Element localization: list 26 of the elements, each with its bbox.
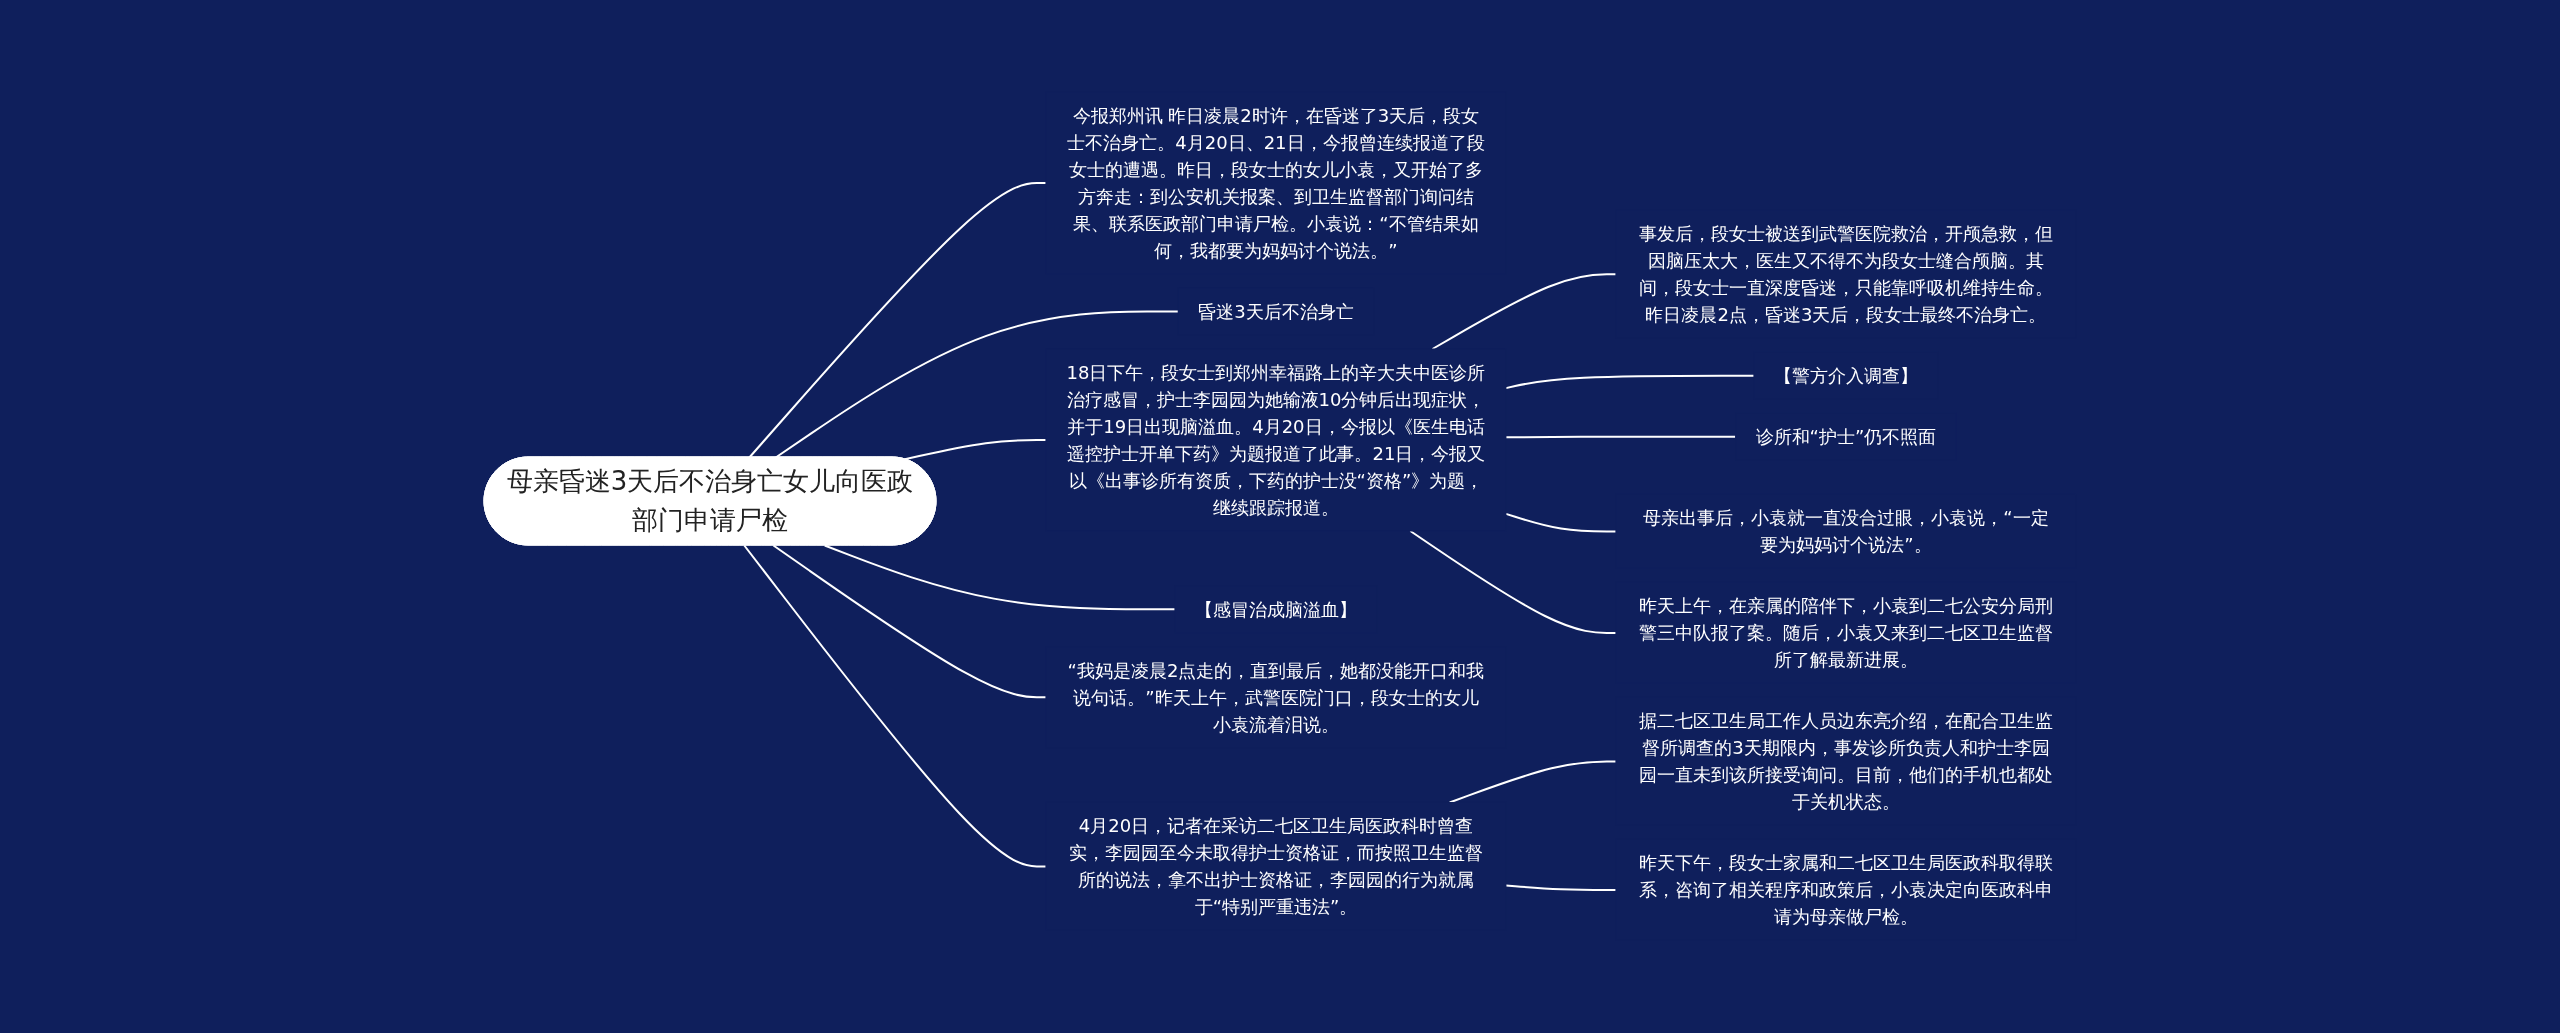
connector (743, 544, 1047, 868)
node-text: 母亲出事后，小袁就一直没合过眼，小袁说，“一定要为妈妈讨个说法”。 (1643, 507, 2049, 556)
node-text: 据二七区卫生局工作人员边东亮介绍，在配合卫生监督所调查的3天期限内，事发诊所负责人和护士李园园一直未到该所接受询问。目前，他们的手机也都处于关机状态。 (1638, 710, 2053, 813)
node-text: “我妈是凌晨2点走的，直到最后，她都没能开口和我说句话。”昨天上午，武警医院门口，段女士的女儿小袁流着泪说。 (1067, 659, 1485, 735)
node-text: 【警方介入调查】 (1773, 365, 1918, 387)
connector (1504, 884, 1617, 892)
node-text: 4月20日，记者在采访二七区卫生局医政科时曾查实，李园园至今未取得护士资格证，而按照卫生监督所的说法，拿不出护士资格证，李园园的行为就属于“特别严重违法”。 (1068, 815, 1483, 918)
node-text: 【感冒治成脑溢血】 (1194, 598, 1357, 620)
node-text: 事发后，段女士被送到武警医院救治，开颅急救，但因脑压太大，医生又不得不为段女士缝合颅脑。其间，段女士一直深度昏迷，只能靠呼吸机维持生命。昨日凌晨2点，昏迷3天后，段女士最终不治身亡。 (1638, 223, 2053, 326)
node-text: 今报郑州讯 昨日凌晨2时许，在昏迷了3天后，段女士不治身亡。4月20日、21日，今报曾连续报道了段女士的遭遇。昨日，段女士的女儿小袁，又开始了多方奔走：到公安机关报案、到卫生监督部门询问结果、联系医政部门申请尸检。小袁说：“不管结果如何，我都要为妈妈讨个说法。” (1067, 105, 1485, 262)
node-text: 昨天下午，段女士家属和二七区卫生局医政科取得联系，咨询了相关程序和政策后，小袁决定向医政科申请为母亲做尸检。 (1638, 852, 2053, 928)
node-text: 诊所和“护士”仍不照面 (1755, 426, 1937, 448)
connector (1504, 513, 1617, 533)
connector (1409, 530, 1617, 635)
connector (1431, 273, 1617, 351)
connector (823, 544, 1176, 611)
node-text: 昨天上午，在亲属的陪伴下，小袁到二七公安分局刑警三中队报了案。随后，小袁又来到二七区卫生监督所了解最新进展。 (1638, 595, 2053, 671)
node-text: 昏迷3天后不治身亡 (1198, 301, 1354, 323)
connector (903, 439, 1047, 461)
connector (774, 310, 1180, 459)
node-text: 18日下午，段女士到郑州幸福路上的辛大夫中医诊所治疗感冒，护士李园园为她输液10分钟后出现症状，并于19日出现脑溢血。4月20日，今报以《医生电话遥控护士开单下药》为题报道了此事。21日，今报又以《出事诊所有资质，下药的护士没“资格”》为题，继续跟踪报道。 (1066, 362, 1486, 519)
connector (1504, 436, 1737, 439)
connector (748, 182, 1047, 459)
connector (1504, 375, 1755, 390)
connector (772, 544, 1047, 699)
connector (1448, 760, 1617, 804)
